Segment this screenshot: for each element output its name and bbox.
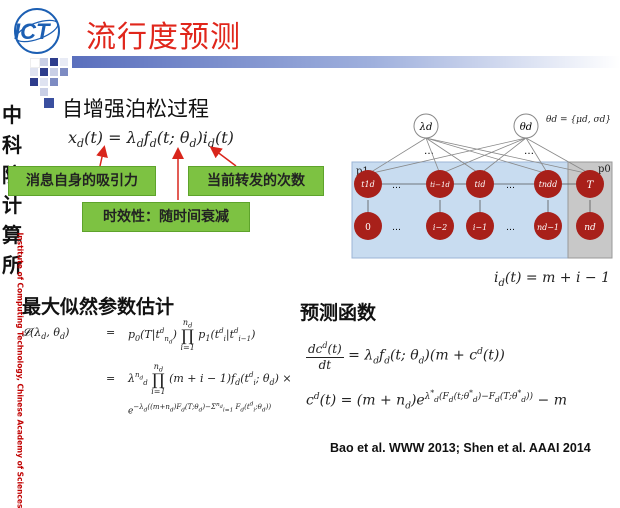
prediction-formula-solution: cd(t) = (m + nd)eλ*d(Fd(t;θ*d)−Fd(T;θ*d)…: [306, 388, 567, 412]
likelihood-line3: e−λd((m+nd)Fd(T;θd)−Σndi=1 Fd(tdi;θd)): [128, 402, 272, 417]
formula-xd: xd(t) = λdfd(t; θd)id(t): [68, 128, 234, 151]
node-nd: [576, 212, 604, 240]
svg-text:T: T: [587, 180, 595, 191]
logo-text: ICT: [14, 19, 51, 44]
node-ti: [466, 170, 494, 198]
svg-text:i−1: i−1: [473, 223, 487, 232]
param-edges: [367, 137, 591, 175]
bottom-nodes: 0 i−2 i−1 nd−1 nd: [354, 212, 604, 240]
theta-definition: θd = {μd, σd}: [546, 115, 611, 125]
ict-logo-icon: ICT: [14, 8, 60, 54]
svg-text:i−2: i−2: [433, 223, 447, 232]
ellipsis-top-left: …: [424, 146, 434, 157]
likelihood-line1: p0(T|tdnd) nd∏i=1 p1(tdi|tdi−1): [128, 318, 256, 352]
svg-text:0: 0: [365, 223, 371, 233]
svg-text:ti−1d: ti−1d: [430, 181, 450, 189]
page-title: 流行度预测: [86, 20, 241, 55]
likelihood-eq2: =: [106, 372, 116, 385]
ellipsis-top-right: …: [524, 146, 534, 157]
svg-text:tid: tid: [475, 180, 486, 189]
node-t1: [354, 170, 382, 198]
likelihood-line2: λndd nd∏i=1 (m + i − 1)fd(tdi; θd) ×: [128, 362, 292, 396]
institution-cn-vertical: 中 科 院 计 算 所: [2, 103, 22, 277]
chain-edges: [367, 183, 591, 214]
section-heading-prediction: 预测函数: [300, 302, 377, 324]
svg-text:t1d: t1d: [361, 180, 374, 189]
graphical-model-diagram: p1 p0 λd θd θd = {μd, σd} … … … … … … t1…: [351, 113, 613, 259]
section-bullet: [44, 98, 54, 108]
top-nodes: t1d ti−1d tid tndd T: [354, 170, 604, 198]
ellipsis-bottom-1: …: [392, 223, 401, 233]
node-ti-1: [426, 170, 454, 198]
callout-intrinsic-attraction: 消息自身的吸引力: [8, 166, 156, 196]
node-tnd: [534, 170, 562, 198]
node-theta-label: θd: [520, 122, 532, 133]
node-nd-1: [534, 212, 562, 240]
ellipsis-chain-2: …: [506, 181, 515, 191]
ellipsis-bottom-2: …: [506, 223, 515, 233]
ellipsis-chain-1: …: [392, 181, 401, 191]
likelihood-lhs: 𝓛(λd, θd): [22, 326, 70, 342]
callout-retweet-count: 当前转发的次数: [188, 166, 324, 196]
prediction-formula-ode: dcd(t)dt = λdfd(t; θd)(m + cd(t)): [306, 338, 505, 373]
node-lambda-label: λd: [419, 122, 433, 133]
node-i-2: [426, 212, 454, 240]
logo: ICT: [6, 6, 68, 56]
callout-time-decay: 时效性：随时间衰减: [82, 202, 250, 232]
citation: Bao et al. WWW 2013; Shen et al. AAAI 20…: [330, 441, 591, 455]
svg-text:tndd: tndd: [539, 180, 558, 189]
plate-label-p0: p0: [598, 164, 611, 175]
title-underline-bar: [72, 56, 620, 68]
section-heading-poisson: 自增强泊松过程: [62, 97, 209, 121]
likelihood-eq1: =: [106, 326, 116, 339]
section-heading-mle: 最大似然参数估计: [22, 296, 175, 318]
node-0: [354, 212, 382, 240]
svg-text:nd−1: nd−1: [537, 223, 559, 232]
svg-text:nd: nd: [584, 223, 596, 233]
likelihood-formula: 𝓛(λd, θd) = p0(T|tdnd) nd∏i=1 p1(tdi|tdi…: [22, 318, 302, 438]
callout-arrows: [96, 145, 237, 200]
formula-id: id(t) = m + i − 1: [494, 270, 610, 289]
node-T: [576, 170, 604, 198]
node-i-1: [466, 212, 494, 240]
